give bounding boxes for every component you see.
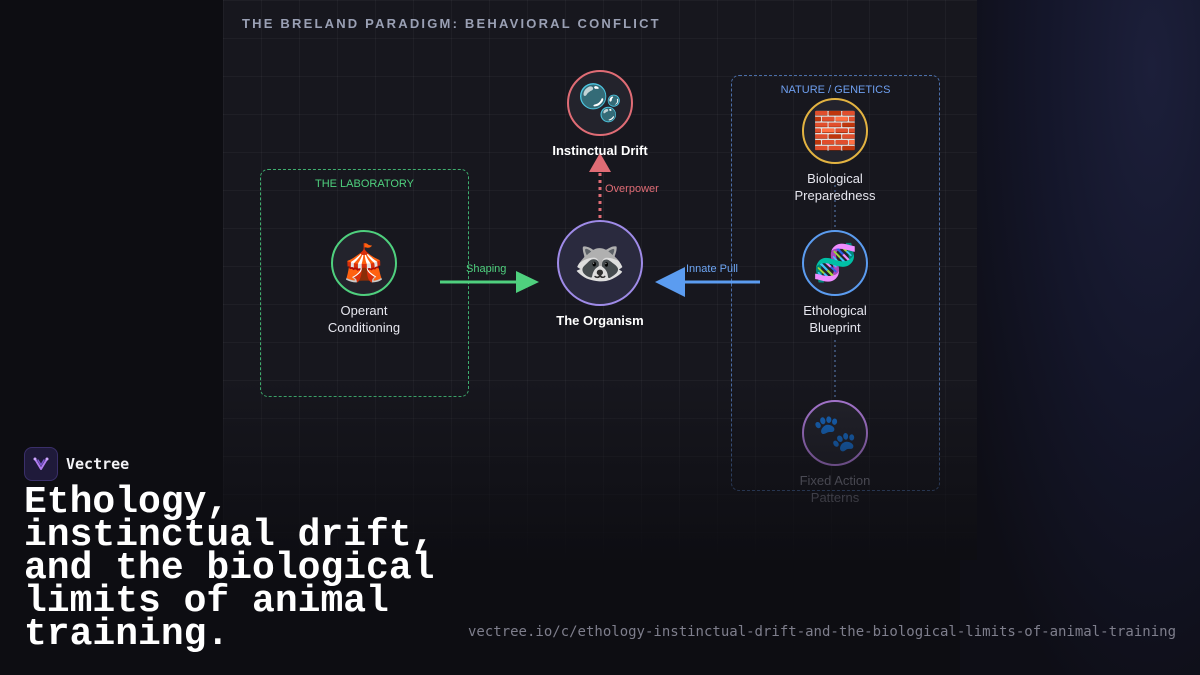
node-instinctual-drift: 🫧 Instinctual Drift bbox=[520, 70, 680, 159]
group-laboratory-label: THE LABORATORY bbox=[314, 178, 415, 190]
vectree-logo-mark bbox=[33, 457, 49, 470]
headline-line-2: instinctual drift, bbox=[24, 514, 435, 557]
node-fixed-action-patterns: 🐾 Fixed Action Patterns bbox=[755, 400, 915, 506]
raccoon-icon: 🦝 bbox=[557, 220, 643, 306]
edge-shaping-label: Shaping bbox=[466, 263, 507, 275]
node-operant-conditioning: 🎪 Operant Conditioning bbox=[284, 230, 444, 336]
page-url[interactable]: vectree.io/c/ethology-instinctual-drift-… bbox=[467, 624, 1176, 640]
headline-line-3: and the biological bbox=[24, 547, 435, 590]
edge-innate-pull-arrowhead bbox=[655, 267, 685, 297]
bubbles-icon: 🫧 bbox=[567, 70, 633, 136]
node-ethological-blueprint: 🧬 Ethological Blueprint bbox=[755, 230, 915, 336]
diagram-panel: THE BRELAND PARADIGM: BEHAVIORAL CONFLIC… bbox=[223, 0, 977, 560]
node-fixed-action-patterns-label: Fixed Action Patterns bbox=[799, 473, 871, 505]
diagram-title: THE BRELAND PARADIGM: BEHAVIORAL CONFLIC… bbox=[242, 16, 661, 31]
vectree-logo-icon bbox=[24, 447, 58, 481]
circus-tent-icon: 🎪 bbox=[331, 230, 397, 296]
edge-overpower-arrowhead bbox=[589, 153, 611, 172]
background-glow bbox=[960, 0, 1200, 675]
headline-line-1: Ethology, bbox=[24, 481, 230, 524]
node-operant-conditioning-label: Operant Conditioning bbox=[327, 303, 401, 335]
headline: Ethology, instinctual drift, and the bio… bbox=[24, 481, 464, 656]
headline-line-5: training. bbox=[24, 613, 230, 656]
brand-name: Vectree bbox=[66, 455, 130, 473]
node-instinctual-drift-label: Instinctual Drift bbox=[552, 143, 648, 158]
edge-shaping-arrowhead bbox=[516, 271, 539, 293]
node-ethological-blueprint-label: Ethological Blueprint bbox=[803, 303, 867, 335]
brand[interactable]: Vectree bbox=[24, 447, 129, 481]
node-the-organism: 🦝 The Organism bbox=[520, 220, 680, 329]
node-biological-preparedness: 🧱 Biological Preparedness bbox=[755, 98, 915, 204]
group-nature-label: NATURE / GENETICS bbox=[780, 84, 891, 96]
dna-icon: 🧬 bbox=[802, 230, 868, 296]
edge-innate-pull-label: Innate Pull bbox=[686, 263, 738, 275]
edge-layer bbox=[440, 153, 836, 398]
node-biological-preparedness-label: Biological Preparedness bbox=[794, 171, 876, 203]
paw-prints-icon: 🐾 bbox=[802, 400, 868, 466]
headline-line-4: limits of animal bbox=[24, 580, 389, 623]
node-the-organism-label: The Organism bbox=[556, 313, 644, 328]
edge-overpower-label: Overpower bbox=[605, 183, 659, 195]
brick-icon: 🧱 bbox=[802, 98, 868, 164]
